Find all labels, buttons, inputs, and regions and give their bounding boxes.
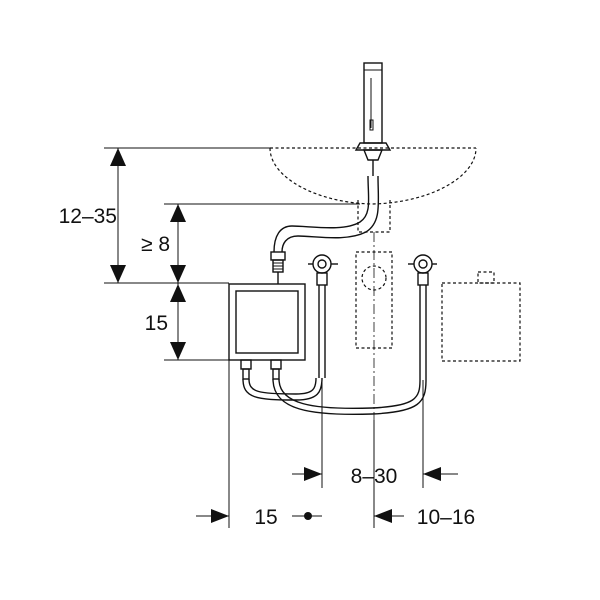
drain-siphon: [355, 232, 393, 420]
dim-label-10-16: 10–16: [417, 506, 475, 529]
dim-label-left-15: 15: [254, 506, 277, 529]
washbasin-outline: [269, 147, 477, 233]
dim-label-8-30: 8–30: [351, 465, 398, 488]
flexible-hose: [270, 175, 380, 284]
right-angle-valve: [408, 254, 437, 380]
left-angle-valve: [308, 254, 338, 378]
dim-label-12-35: 12–35: [59, 205, 117, 228]
vertical-dimensions: [104, 147, 360, 361]
lower-hoses: [242, 377, 427, 416]
alternative-box-position: [441, 271, 521, 362]
tap-spout: [354, 62, 392, 176]
control-box: [228, 283, 306, 380]
dim-label-box-15: 15: [145, 312, 168, 335]
dim-label-min-8: ≥ 8: [141, 233, 170, 256]
horizontal-dimensions: [196, 360, 458, 528]
